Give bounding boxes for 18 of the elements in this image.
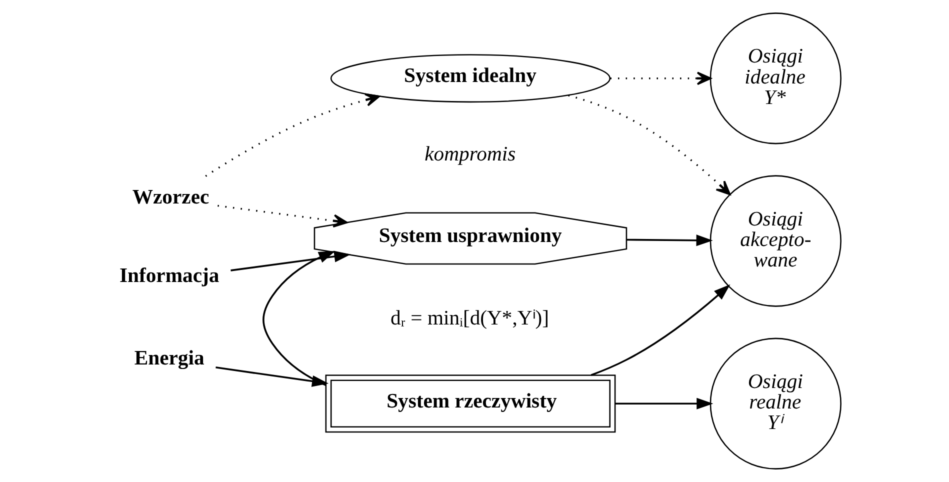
arrow (217, 204, 348, 228)
node-text: Informacja (118, 265, 219, 288)
node-circle: Osiągi akcepto- wane (709, 175, 841, 307)
arrow (230, 250, 350, 272)
node-circle: Osiągi realne Yⁱ (709, 338, 841, 470)
node-circle: Osiągi idealne Y* (709, 12, 841, 144)
node-text: Energia (134, 348, 204, 370)
arrow (204, 93, 380, 177)
node-text: Wzorzec (132, 186, 209, 208)
arrow (568, 94, 730, 196)
node-ellipse: System idealny (330, 54, 610, 103)
arrow (590, 284, 730, 376)
arrow (610, 72, 711, 86)
arrow (626, 234, 712, 246)
label: dᵣ = minᵢ[d(Y*,Yⁱ)] (390, 308, 549, 330)
arrow (614, 398, 713, 410)
label: kompromis (424, 144, 516, 166)
node-box: System rzeczywisty (324, 374, 616, 433)
